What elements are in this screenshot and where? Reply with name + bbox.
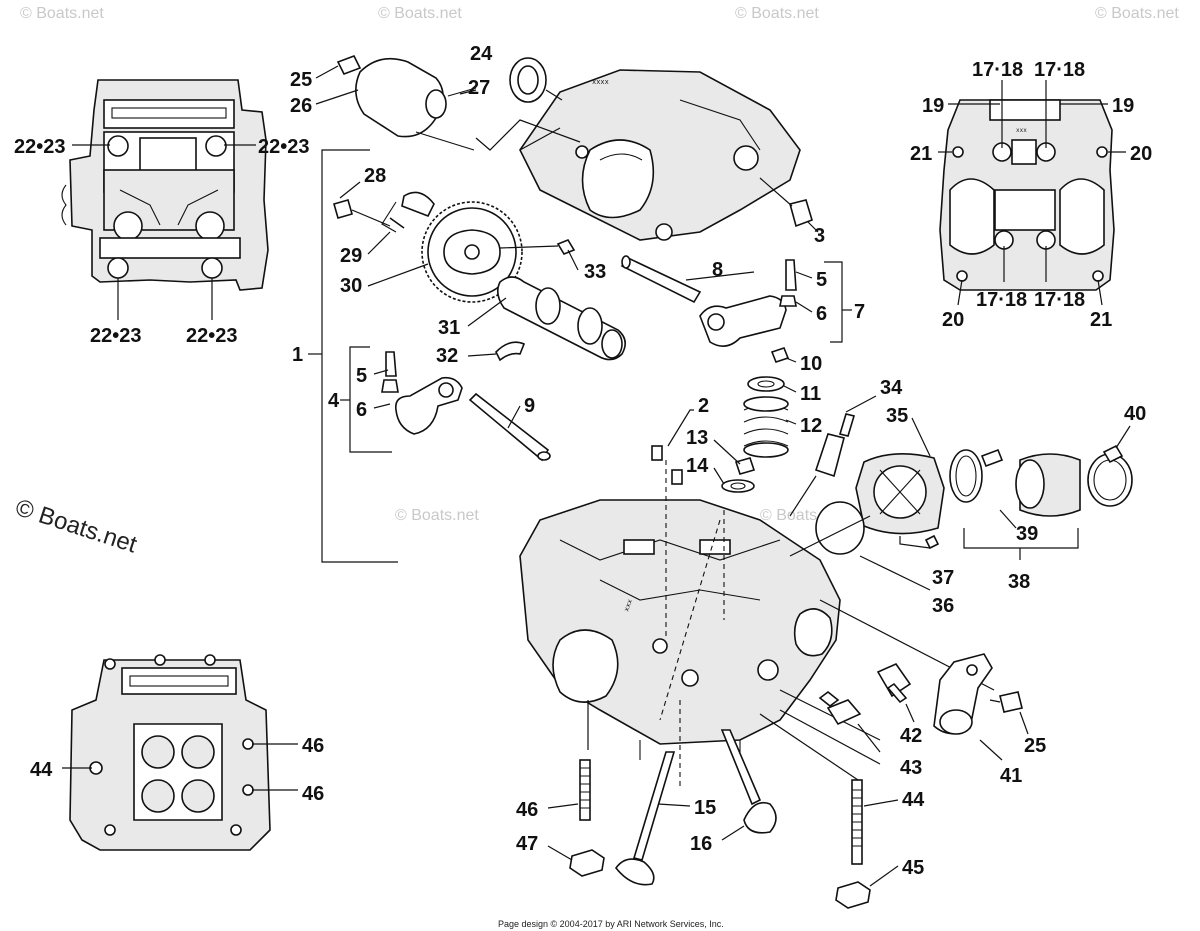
cylinder-head: xxx — [519, 499, 841, 760]
callout-17-18: 17·18 — [1034, 59, 1085, 81]
callout-47: 47 — [516, 833, 538, 855]
callout-12: 12 — [800, 415, 822, 437]
inset-head-top-view — [61, 79, 269, 291]
callout-25: 25 — [1024, 735, 1046, 757]
casting-mark: xxx — [623, 598, 635, 613]
callout-14: 14 — [686, 455, 709, 477]
callout-46: 46 — [302, 735, 324, 757]
callout-30: 30 — [340, 275, 362, 297]
intake-clamps — [949, 425, 1133, 560]
callout-7: 7 — [854, 301, 865, 323]
callout-44: 44 — [30, 759, 53, 781]
callout-10: 10 — [800, 353, 822, 375]
inset-cam-carrier-leaders — [938, 80, 1126, 306]
callout-4: 4 — [328, 390, 340, 412]
callout-5: 5 — [816, 269, 827, 291]
callout-17-18: 17·18 — [1034, 289, 1085, 311]
callout-24: 24 — [470, 43, 493, 65]
callout-19: 19 — [922, 95, 944, 117]
watermark: © Boats.net — [20, 5, 104, 22]
callout-17-18: 17·18 — [976, 289, 1027, 311]
callout-25: 25 — [290, 69, 312, 91]
intake-boot — [789, 417, 945, 591]
alignment-lines — [659, 460, 725, 790]
cam-gear-assembly — [333, 191, 626, 362]
cam-carrier: xxxx — [519, 69, 801, 241]
callout-19: 19 — [1112, 95, 1134, 117]
watermark-large: © Boats.net — [12, 494, 140, 559]
callout-2: 2 — [698, 395, 709, 417]
thermostat-housing — [933, 653, 1029, 761]
callout-41: 41 — [1000, 765, 1022, 787]
rocker-right — [620, 255, 813, 363]
callout-40: 40 — [1124, 403, 1146, 425]
stud-and-nut-46-47 — [547, 759, 605, 877]
callout-20: 20 — [942, 309, 964, 331]
callout-26: 26 — [290, 95, 312, 117]
callout-6: 6 — [356, 399, 367, 421]
valve-exhaust — [614, 751, 691, 886]
group-brackets — [308, 149, 852, 563]
dowel-pins — [651, 409, 694, 485]
valve-spring-stack — [713, 376, 797, 493]
callout-3: 3 — [814, 225, 825, 247]
callout-22-23: 22•23 — [90, 325, 142, 347]
callout-22-23: 22•23 — [258, 136, 310, 158]
callout-38: 38 — [1008, 571, 1030, 593]
stud-and-nut-44-45 — [835, 779, 899, 909]
watermark: © Boats.net — [1095, 5, 1179, 22]
cam-leaders — [339, 181, 579, 357]
callout-39: 39 — [1016, 523, 1038, 545]
callout-8: 8 — [712, 259, 723, 281]
callout-20: 20 — [1130, 143, 1152, 165]
callout-16: 16 — [690, 833, 712, 855]
callout-32: 32 — [436, 345, 458, 367]
callout-33: 33 — [584, 261, 606, 283]
casting-mark: xxxx — [592, 79, 609, 87]
callout-34: 34 — [880, 377, 903, 399]
callout-44: 44 — [902, 789, 925, 811]
callout-37: 37 — [932, 567, 954, 589]
callout-42: 42 — [900, 725, 922, 747]
page-footer: Page design © 2004-2017 by ARI Network S… — [498, 919, 724, 929]
callout-35: 35 — [886, 405, 908, 427]
callout-11: 11 — [800, 383, 821, 405]
watermark: © Boats.net — [378, 5, 462, 22]
callout-46: 46 — [516, 799, 538, 821]
callout-45: 45 — [902, 857, 924, 879]
callout-21: 21 — [910, 143, 932, 165]
callout-31: 31 — [438, 317, 460, 339]
callout-17-18: 17·18 — [972, 59, 1023, 81]
callout-15: 15 — [694, 797, 716, 819]
callout-46: 46 — [302, 783, 324, 805]
rocker-left — [373, 351, 551, 462]
inset-head-bottom-leaders — [62, 743, 298, 791]
callout-22-23: 22•23 — [14, 136, 66, 158]
callout-43: 43 — [900, 757, 922, 779]
temp-sensor — [818, 663, 915, 753]
callout-22-23: 22•23 — [186, 325, 238, 347]
callout-21: 21 — [1090, 309, 1112, 331]
callout-1: 1 — [292, 344, 303, 366]
callout-28: 28 — [364, 165, 386, 187]
casting-mark: xxx — [1016, 127, 1027, 134]
callout-9: 9 — [524, 395, 535, 417]
watermark: © Boats.net — [735, 5, 819, 22]
callout-27: 27 — [468, 77, 490, 99]
inset-head-top-leaders — [72, 144, 256, 320]
callout-13: 13 — [686, 427, 708, 449]
inset-head-bottom-view — [69, 654, 271, 851]
callout-29: 29 — [340, 245, 362, 267]
callout-6: 6 — [816, 303, 827, 325]
sensor-assembly — [315, 54, 581, 151]
seal-24 — [509, 57, 563, 103]
watermark: © Boats.net — [395, 507, 479, 524]
spark-plug — [789, 395, 877, 517]
callout-5: 5 — [356, 365, 367, 387]
valve-intake — [720, 729, 777, 841]
plug-3 — [759, 177, 819, 233]
callout-36: 36 — [932, 595, 954, 617]
inset-cam-carrier-view: xxx — [939, 99, 1115, 291]
